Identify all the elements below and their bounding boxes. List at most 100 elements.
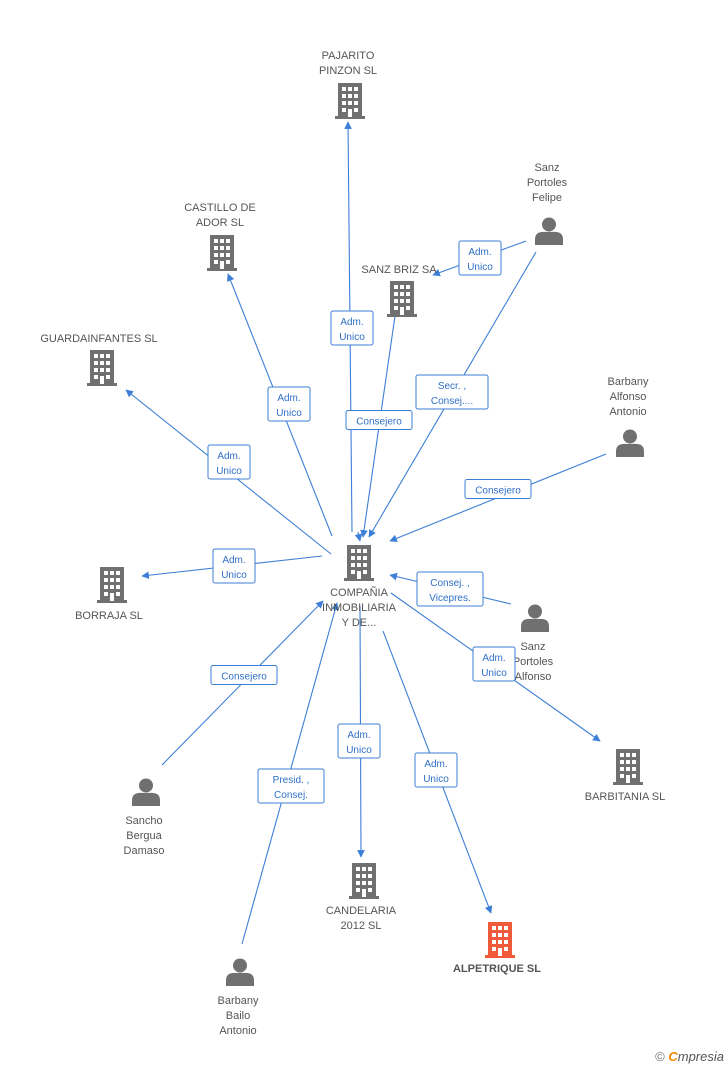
edge-label-box: [458, 240, 502, 276]
node-label: BORRAJA SL: [75, 610, 143, 622]
node-label: Sanz: [534, 162, 559, 174]
building-icon: [207, 235, 237, 271]
edge-label-castillo[interactable]: Adm. Unico: [267, 386, 311, 422]
edge-label-text: Unico: [339, 332, 365, 343]
node-alpetrique[interactable]: ALPETRIQUE SL: [453, 922, 541, 975]
edge-label-box: [414, 752, 458, 788]
edge-label-text: Consej....: [431, 396, 473, 407]
edge-label-text: Adm.: [468, 247, 491, 258]
node-label: ADOR SL: [196, 217, 244, 229]
edge-label-barbitania[interactable]: Adm. Unico: [472, 646, 516, 682]
edge-label-borraja[interactable]: Adm.Unico: [212, 548, 256, 584]
building-icon: [349, 863, 379, 899]
edge-label-sanzfelipe-sanzbriz[interactable]: Adm. Unico: [458, 240, 502, 276]
node-label: ALPETRIQUE SL: [453, 963, 541, 975]
node-guardainfantes[interactable]: GUARDAINFANTES SL: [40, 333, 158, 386]
edge-label-text: Adm.: [347, 730, 370, 741]
building-icon: [613, 749, 643, 785]
node-label: Barbany: [218, 995, 259, 1007]
node-label: Alfonso: [610, 391, 647, 403]
node-compania[interactable]: COMPAÑIA INMOBILIARIA Y DE...: [322, 545, 397, 629]
edge-label-text: Unico: [216, 466, 242, 477]
building-icon: [344, 545, 374, 581]
node-label: COMPAÑIA: [330, 586, 389, 599]
edge-label-barbanyalfonso-compania[interactable]: Consejero: [464, 479, 532, 499]
edge-label-text: Unico: [346, 745, 372, 756]
edge-label-text: Presid. ,: [273, 775, 310, 786]
copyright-footer: © Cmpresia: [655, 1049, 724, 1064]
edge-label-box: [472, 646, 516, 682]
edge-label-text: Consejero: [475, 486, 521, 497]
node-label: Alfonso: [515, 671, 552, 683]
node-label: Damaso: [124, 845, 165, 857]
node-label: Barbany: [608, 376, 649, 388]
node-label: BARBITANIA SL: [585, 791, 666, 803]
edge-label-box: [210, 665, 278, 685]
node-label: GUARDAINFANTES SL: [40, 333, 157, 345]
edge-label-candelaria[interactable]: Adm. Unico: [337, 723, 381, 759]
person-icon: [226, 958, 254, 986]
node-label: Bailo: [226, 1010, 250, 1022]
edge-label-text: Unico: [221, 570, 247, 581]
node-label: INMOBILIARIA: [322, 602, 397, 614]
edge-label-guardainfantes[interactable]: Adm.Unico: [207, 444, 251, 480]
edge-label-sancho-compania[interactable]: Consejero: [210, 665, 278, 685]
edge-label-box: [464, 479, 532, 499]
edge-label-text: Unico: [481, 668, 507, 679]
edge-label-alpetrique[interactable]: Adm.Unico: [414, 752, 458, 788]
node-label: Antonio: [609, 406, 646, 418]
edge-label-text: Consej.: [274, 790, 308, 801]
node-label: Felipe: [532, 192, 562, 204]
edge-label-pajarito[interactable]: Adm.Unico: [330, 310, 374, 346]
edge-label-box: [207, 444, 251, 480]
edge-label-box: [337, 723, 381, 759]
edge-label-text: Unico: [467, 262, 493, 273]
node-borraja[interactable]: BORRAJA SL: [75, 567, 143, 622]
edge-label-sanzfelipe-compania[interactable]: Secr. , Consej....: [415, 374, 489, 410]
node-label: Portoles: [513, 656, 554, 668]
copyright-symbol: ©: [655, 1049, 665, 1064]
node-label: CASTILLO DE: [184, 202, 256, 214]
node-label: 2012 SL: [341, 920, 382, 932]
building-icon: [387, 281, 417, 317]
edge-label-text: Adm.: [277, 393, 300, 404]
building-icon: [97, 567, 127, 603]
person-icon: [616, 429, 644, 457]
node-label: Portoles: [527, 177, 568, 189]
edge-label-box: [267, 386, 311, 422]
node-barbitania[interactable]: BARBITANIA SL: [585, 749, 666, 803]
empresia-logo[interactable]: Cmpresia: [668, 1049, 724, 1064]
node-label: Antonio: [219, 1025, 256, 1037]
edge-label-box: [345, 410, 413, 430]
edges-layer: [125, 121, 607, 945]
person-icon: [535, 217, 563, 245]
node-sanzbriz[interactable]: SANZ BRIZ SA: [361, 264, 437, 317]
node-label: PINZON SL: [319, 65, 377, 77]
edge-stub: [354, 531, 363, 542]
node-label: Sanz: [520, 641, 545, 653]
edge-label-text: Unico: [276, 408, 302, 419]
node-label: PAJARITO: [322, 50, 375, 62]
node-label: SANZ BRIZ SA: [361, 264, 437, 276]
node-castillo[interactable]: CASTILLO DE ADOR SL: [184, 202, 256, 271]
edge-label-text: Secr. ,: [438, 381, 466, 392]
node-label: Y DE...: [342, 617, 377, 629]
building-icon: [87, 350, 117, 386]
edge-label-sanzbriz-consejero[interactable]: Consejero: [345, 410, 413, 430]
edge-label-text: Adm.: [482, 653, 505, 664]
node-pajarito[interactable]: PAJARITO PINZON SL: [319, 50, 377, 119]
edge-labels-layer: Adm.UnicoAdm.UnicoAdm.UnicoAdm.UnicoCons…: [207, 240, 532, 804]
edge-label-sanzalfonso-compania[interactable]: Consej. ,Vicepres.: [416, 571, 484, 607]
edge-label-box: [415, 374, 489, 410]
edge-label-barbanybailo-compania[interactable]: Presid. , Consej.: [257, 768, 325, 804]
edge-label-text: Adm.: [424, 759, 447, 770]
edge-label-text: Vicepres.: [429, 593, 471, 604]
person-icon: [521, 604, 549, 632]
